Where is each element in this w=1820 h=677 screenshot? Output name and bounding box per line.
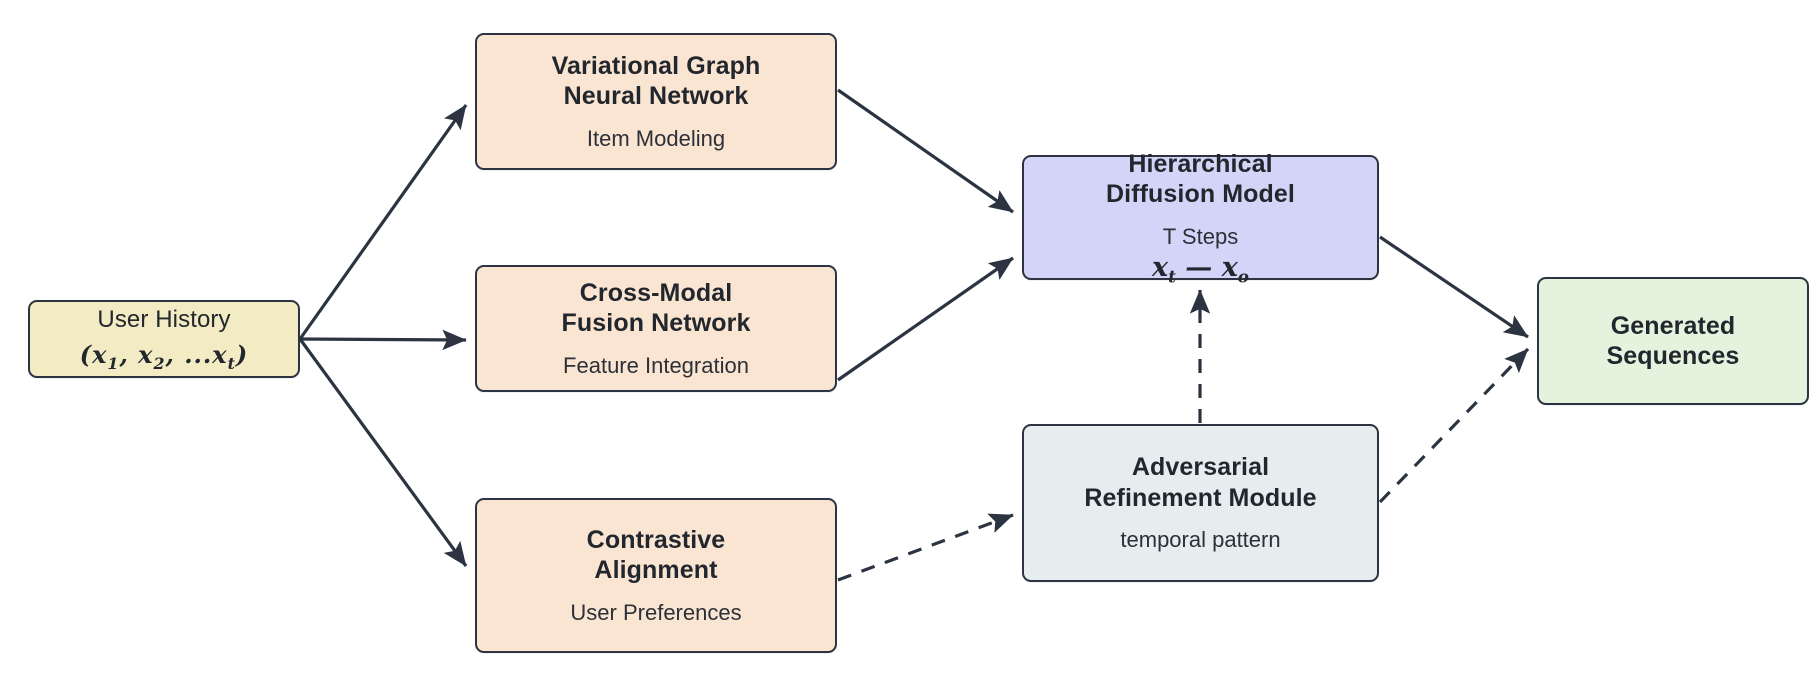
edge-user-history-to-cmfn bbox=[299, 329, 467, 351]
diffusion-formula-operator: — bbox=[1175, 252, 1222, 284]
diffusion-formula-xt: x bbox=[1152, 252, 1169, 284]
edge-cmfn-to-diffusion bbox=[837, 256, 1014, 382]
node-generated-title: Generated Sequences bbox=[1606, 311, 1740, 371]
edge-vgnn-to-diffusion bbox=[837, 88, 1014, 214]
edge-user-history-to-vgnn bbox=[298, 104, 468, 340]
node-vgnn-title: Variational Graph Neural Network bbox=[551, 51, 761, 111]
node-user-history-formula: (x1, x2, ...xt) bbox=[80, 340, 249, 373]
node-contrastive-subtitle: User Preferences bbox=[570, 599, 742, 625]
node-vgnn-subtitle: Item Modeling bbox=[586, 125, 726, 151]
edge-adversarial-to-generated bbox=[1378, 347, 1530, 504]
node-cmfn-subtitle: Feature Integration bbox=[563, 352, 749, 378]
formula-comma-2: , ... bbox=[165, 340, 213, 370]
node-user-history-title: User History bbox=[97, 305, 231, 333]
formula-x1: x bbox=[92, 340, 108, 370]
node-contrastive-alignment[interactable]: Contrastive Alignment User Preferences bbox=[475, 498, 837, 653]
formula-x2-subscript: 2 bbox=[153, 354, 166, 374]
formula-x2: x bbox=[138, 340, 154, 370]
node-adversarial-subtitle: temporal pattern bbox=[1120, 527, 1281, 553]
node-generated-sequences[interactable]: Generated Sequences bbox=[1537, 277, 1809, 405]
edge-diffusion-to-generated bbox=[1379, 235, 1529, 339]
diffusion-formula-xt-subscript: t bbox=[1168, 266, 1176, 287]
node-diffusion-formula: xt — xo bbox=[1152, 252, 1249, 286]
formula-comma-1: , bbox=[119, 340, 139, 370]
formula-x1-subscript: 1 bbox=[107, 354, 120, 374]
diffusion-formula-xo: x bbox=[1221, 252, 1238, 284]
formula-open-paren: ( bbox=[79, 340, 93, 370]
node-adversarial-refinement-module[interactable]: Adversarial Refinement Module temporal p… bbox=[1022, 424, 1379, 582]
formula-xt: x bbox=[212, 340, 228, 370]
edge-user-history-to-contrastive bbox=[298, 338, 468, 567]
node-contrastive-title: Contrastive Alignment bbox=[586, 525, 726, 585]
node-user-history[interactable]: User History (x1, x2, ...xt) bbox=[28, 300, 300, 378]
node-diffusion-title: Hierarchical Diffusion Model bbox=[1106, 149, 1295, 209]
node-adversarial-title: Adversarial Refinement Module bbox=[1084, 453, 1317, 512]
node-cross-modal-fusion-network[interactable]: Cross-Modal Fusion Network Feature Integ… bbox=[475, 265, 837, 392]
node-cmfn-title: Cross-Modal Fusion Network bbox=[561, 278, 751, 338]
formula-xt-subscript: t bbox=[227, 354, 236, 374]
edge-contrastive-to-adversarial bbox=[837, 513, 1014, 582]
diffusion-formula-xo-subscript: o bbox=[1237, 266, 1249, 287]
node-hierarchical-diffusion-model[interactable]: Hierarchical Diffusion Model T Steps xt … bbox=[1022, 150, 1379, 286]
node-variational-graph-neural-network[interactable]: Variational Graph Neural Network Item Mo… bbox=[475, 33, 837, 170]
formula-close-paren: ) bbox=[235, 340, 249, 370]
node-diffusion-subtitle: T Steps bbox=[1162, 223, 1239, 249]
